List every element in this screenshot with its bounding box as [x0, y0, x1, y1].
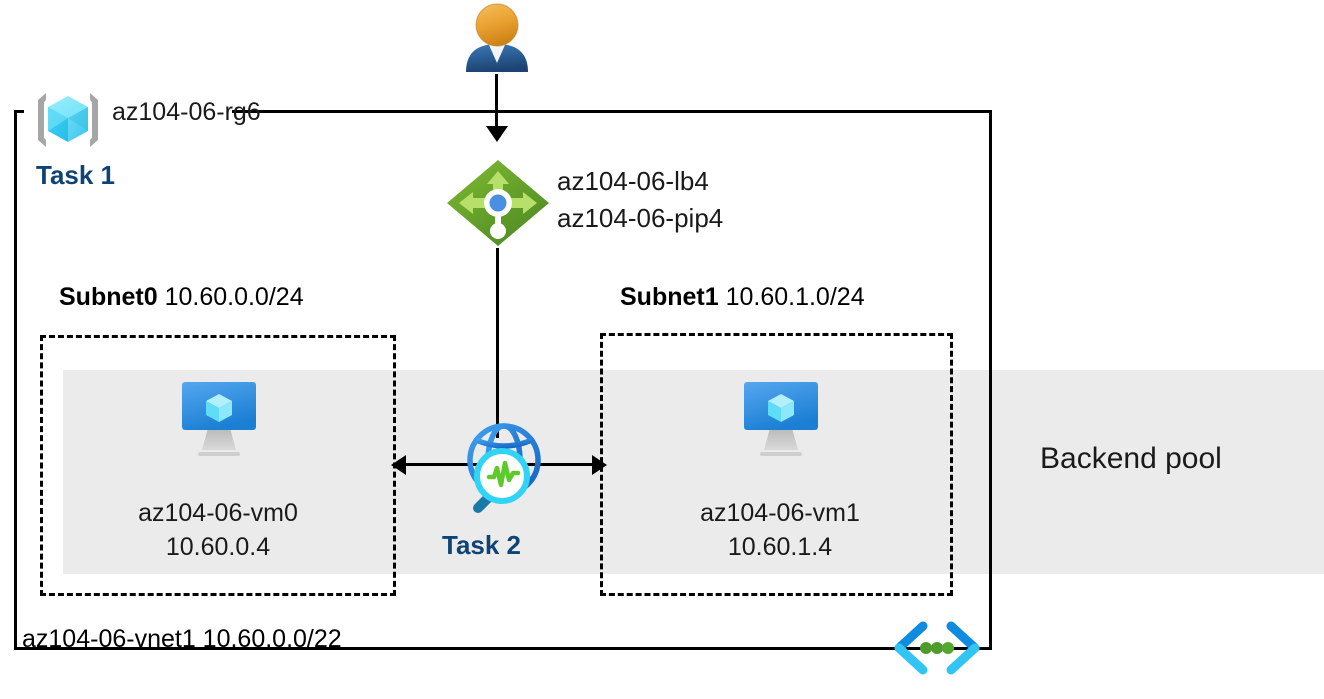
vm1-name: az104-06-vm1: [700, 499, 860, 527]
connector-loadbalancer-to-backend: [496, 248, 499, 438]
connector-client-to-loadbalancer: [495, 74, 498, 130]
arrowhead-left-icon: [391, 455, 406, 475]
subnet0-name: Subnet0: [59, 283, 158, 311]
user-icon: [460, 2, 534, 76]
resource-group-boundary: [14, 110, 992, 650]
subnet0-cidr: 10.60.0.0/24: [164, 283, 304, 311]
task-2-label: Task 2: [442, 530, 522, 560]
arrowhead-down-icon: [486, 126, 508, 142]
subnet1-name: Subnet1: [620, 283, 719, 311]
load-balancer-labels: az104-06-lb4 az104-06-pip4: [557, 163, 723, 237]
network-watcher-icon: [452, 418, 554, 522]
vm0-ip: 10.60.0.4: [165, 532, 271, 561]
public-ip-name: az104-06-pip4: [557, 202, 724, 233]
load-balancer-name: az104-06-lb4: [557, 166, 709, 196]
task-1-label: Task 1: [36, 160, 116, 190]
virtual-network-icon: [893, 621, 981, 675]
vm1-labels: az104-06-vm1 10.60.1.4: [640, 497, 920, 565]
virtual-machine-icon: [178, 378, 260, 458]
backend-pool-band: [63, 370, 1324, 574]
subnet1-cidr: 10.60.1.0/24: [725, 283, 865, 311]
arrowhead-right-icon: [592, 455, 607, 475]
vm1-ip: 10.60.1.4: [727, 532, 833, 561]
resource-group-icon: [30, 90, 106, 150]
subnet1-caption: Subnet1 10.60.1.0/24: [620, 283, 865, 312]
virtual-machine-icon: [740, 378, 822, 458]
vm0-labels: az104-06-vm0 10.60.0.4: [78, 497, 358, 565]
resource-group-name: az104-06-rg6: [112, 98, 261, 126]
vm0-name: az104-06-vm0: [138, 499, 298, 527]
load-balancer-icon: [445, 158, 551, 254]
vnet-label: az104-06-vnet1 10.60.0.0/22: [22, 625, 342, 653]
backend-pool-label: Backend pool: [1040, 442, 1222, 475]
subnet0-caption: Subnet0 10.60.0.0/24: [59, 283, 304, 312]
